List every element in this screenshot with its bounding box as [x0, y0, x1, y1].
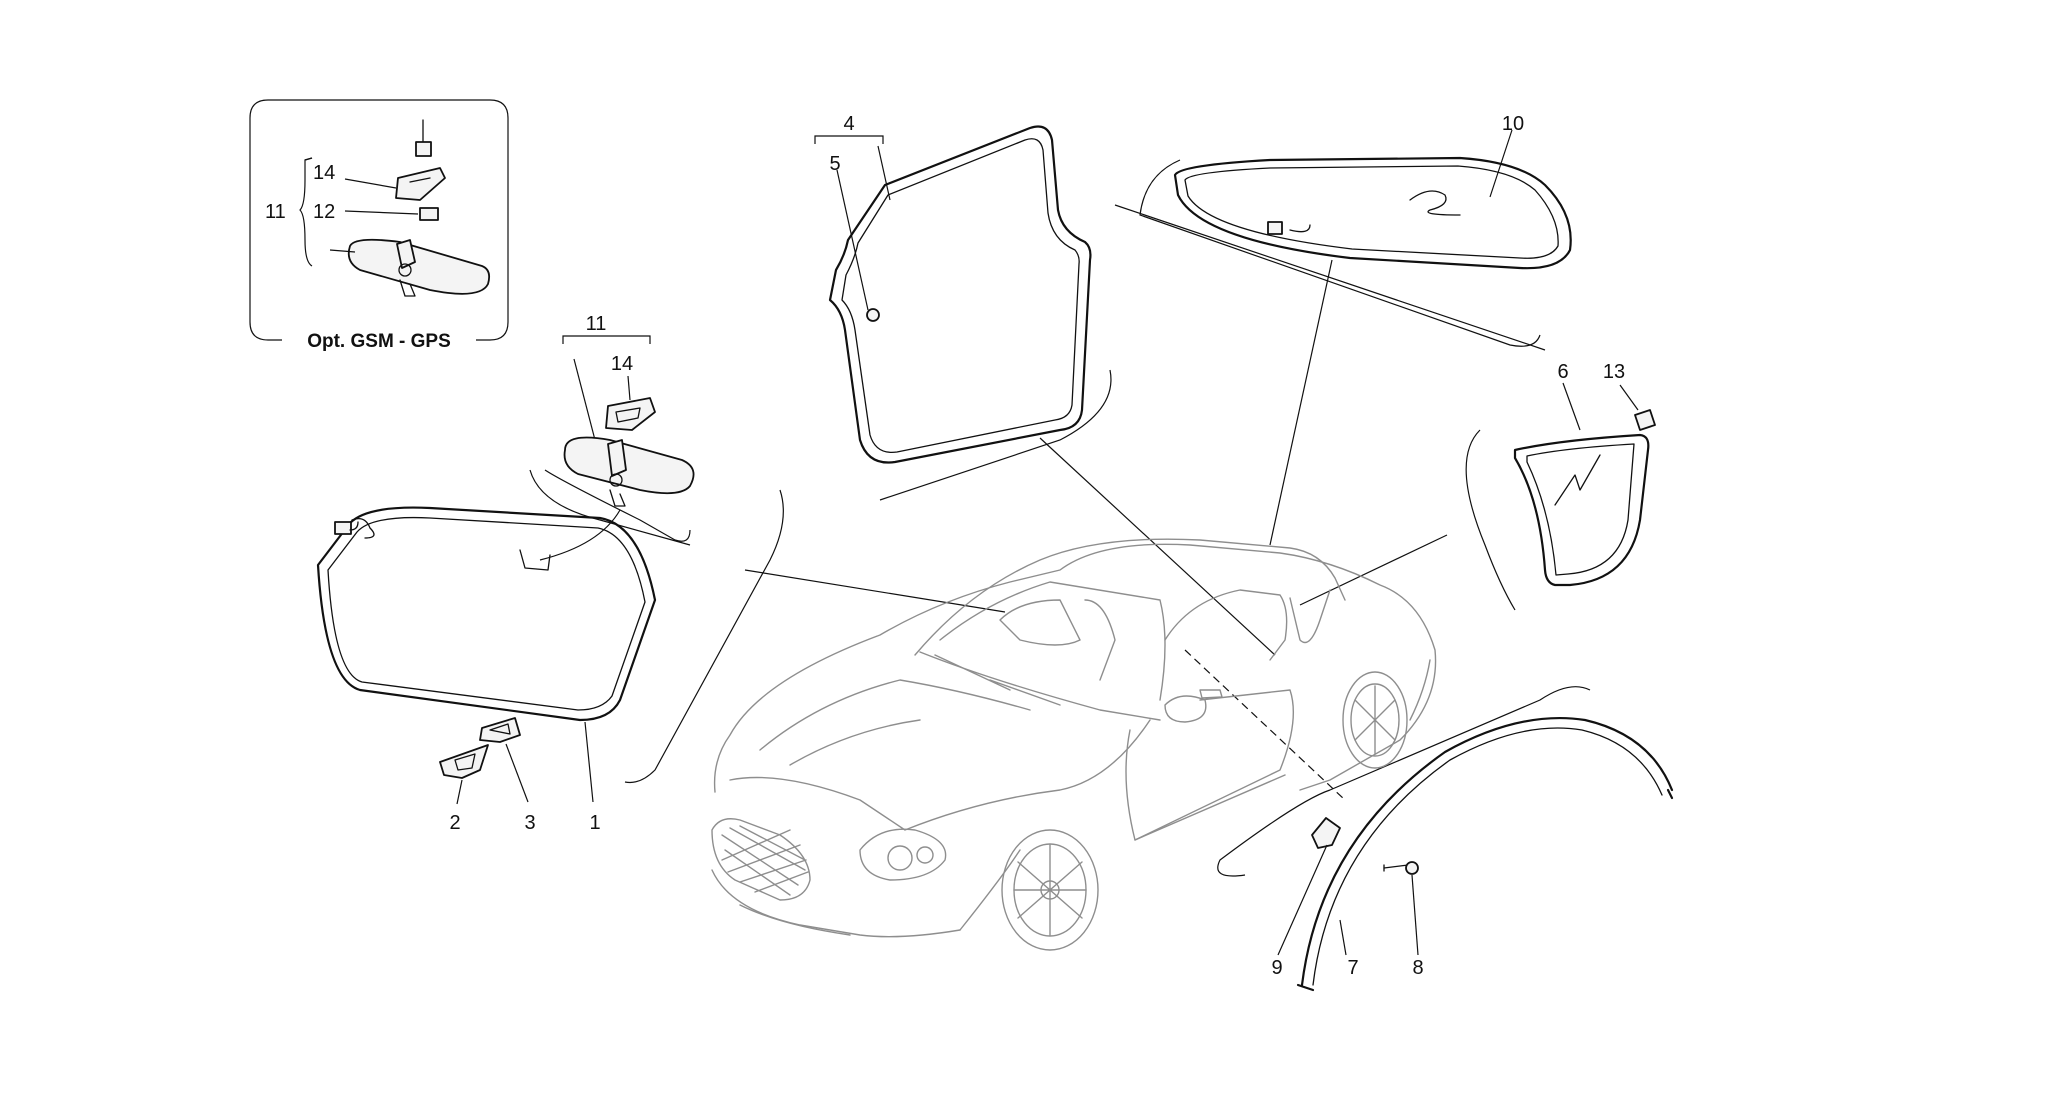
- callout-6: 6: [1557, 361, 1568, 383]
- inset-gsm-gps: Opt. GSM - GPS: [249, 99, 509, 352]
- leader-10: [1489, 129, 1513, 198]
- door-seal: [814, 125, 1092, 464]
- callout-9: 9: [1271, 957, 1282, 979]
- inset-mirror: [347, 238, 491, 295]
- mirror-clip-14: [605, 397, 656, 431]
- callout-13: 13: [1603, 361, 1625, 383]
- windshield: [316, 506, 657, 722]
- inset-title: Opt. GSM - GPS: [307, 331, 451, 352]
- callout-4: 4: [843, 113, 854, 135]
- rear-window: [1173, 156, 1572, 270]
- sensor-holder-3: [479, 717, 521, 743]
- callout-12-inset: 12: [313, 201, 335, 223]
- callout-3: 3: [524, 812, 535, 834]
- callout-11-mirror: 11: [586, 313, 607, 335]
- callout-14-mirror: 14: [611, 353, 633, 375]
- clip-13: [1634, 409, 1656, 431]
- sensor-holders: [439, 717, 529, 805]
- callout-1: 1: [589, 812, 600, 834]
- interior-mirror-group: [544, 335, 695, 542]
- callout-8: 8: [1412, 957, 1423, 979]
- screw-8: [1405, 861, 1419, 875]
- callout-5: 5: [829, 153, 840, 175]
- roof-trim: [1277, 717, 1674, 992]
- callout-7: 7: [1347, 957, 1358, 979]
- callout-2: 2: [449, 812, 460, 834]
- rear-view-mirror: [563, 436, 695, 495]
- car-leaders: [744, 259, 1448, 801]
- callout-11-inset: 11: [265, 201, 286, 223]
- bracket-11: [562, 335, 651, 344]
- leader-1: [584, 721, 594, 803]
- sensor-holder-2: [439, 744, 489, 779]
- callout-10: 10: [1502, 113, 1524, 135]
- inset-connector: [415, 141, 432, 157]
- seal-plug-5: [866, 308, 880, 322]
- quarter-glass: [1513, 382, 1656, 587]
- background-guides: [529, 159, 1591, 877]
- inset-clip-12: [419, 207, 439, 221]
- car-illustration: [711, 538, 1437, 951]
- callout-14-inset: 14: [313, 162, 335, 184]
- clip-9: [1311, 817, 1341, 849]
- inset-bracket-14: [395, 167, 446, 201]
